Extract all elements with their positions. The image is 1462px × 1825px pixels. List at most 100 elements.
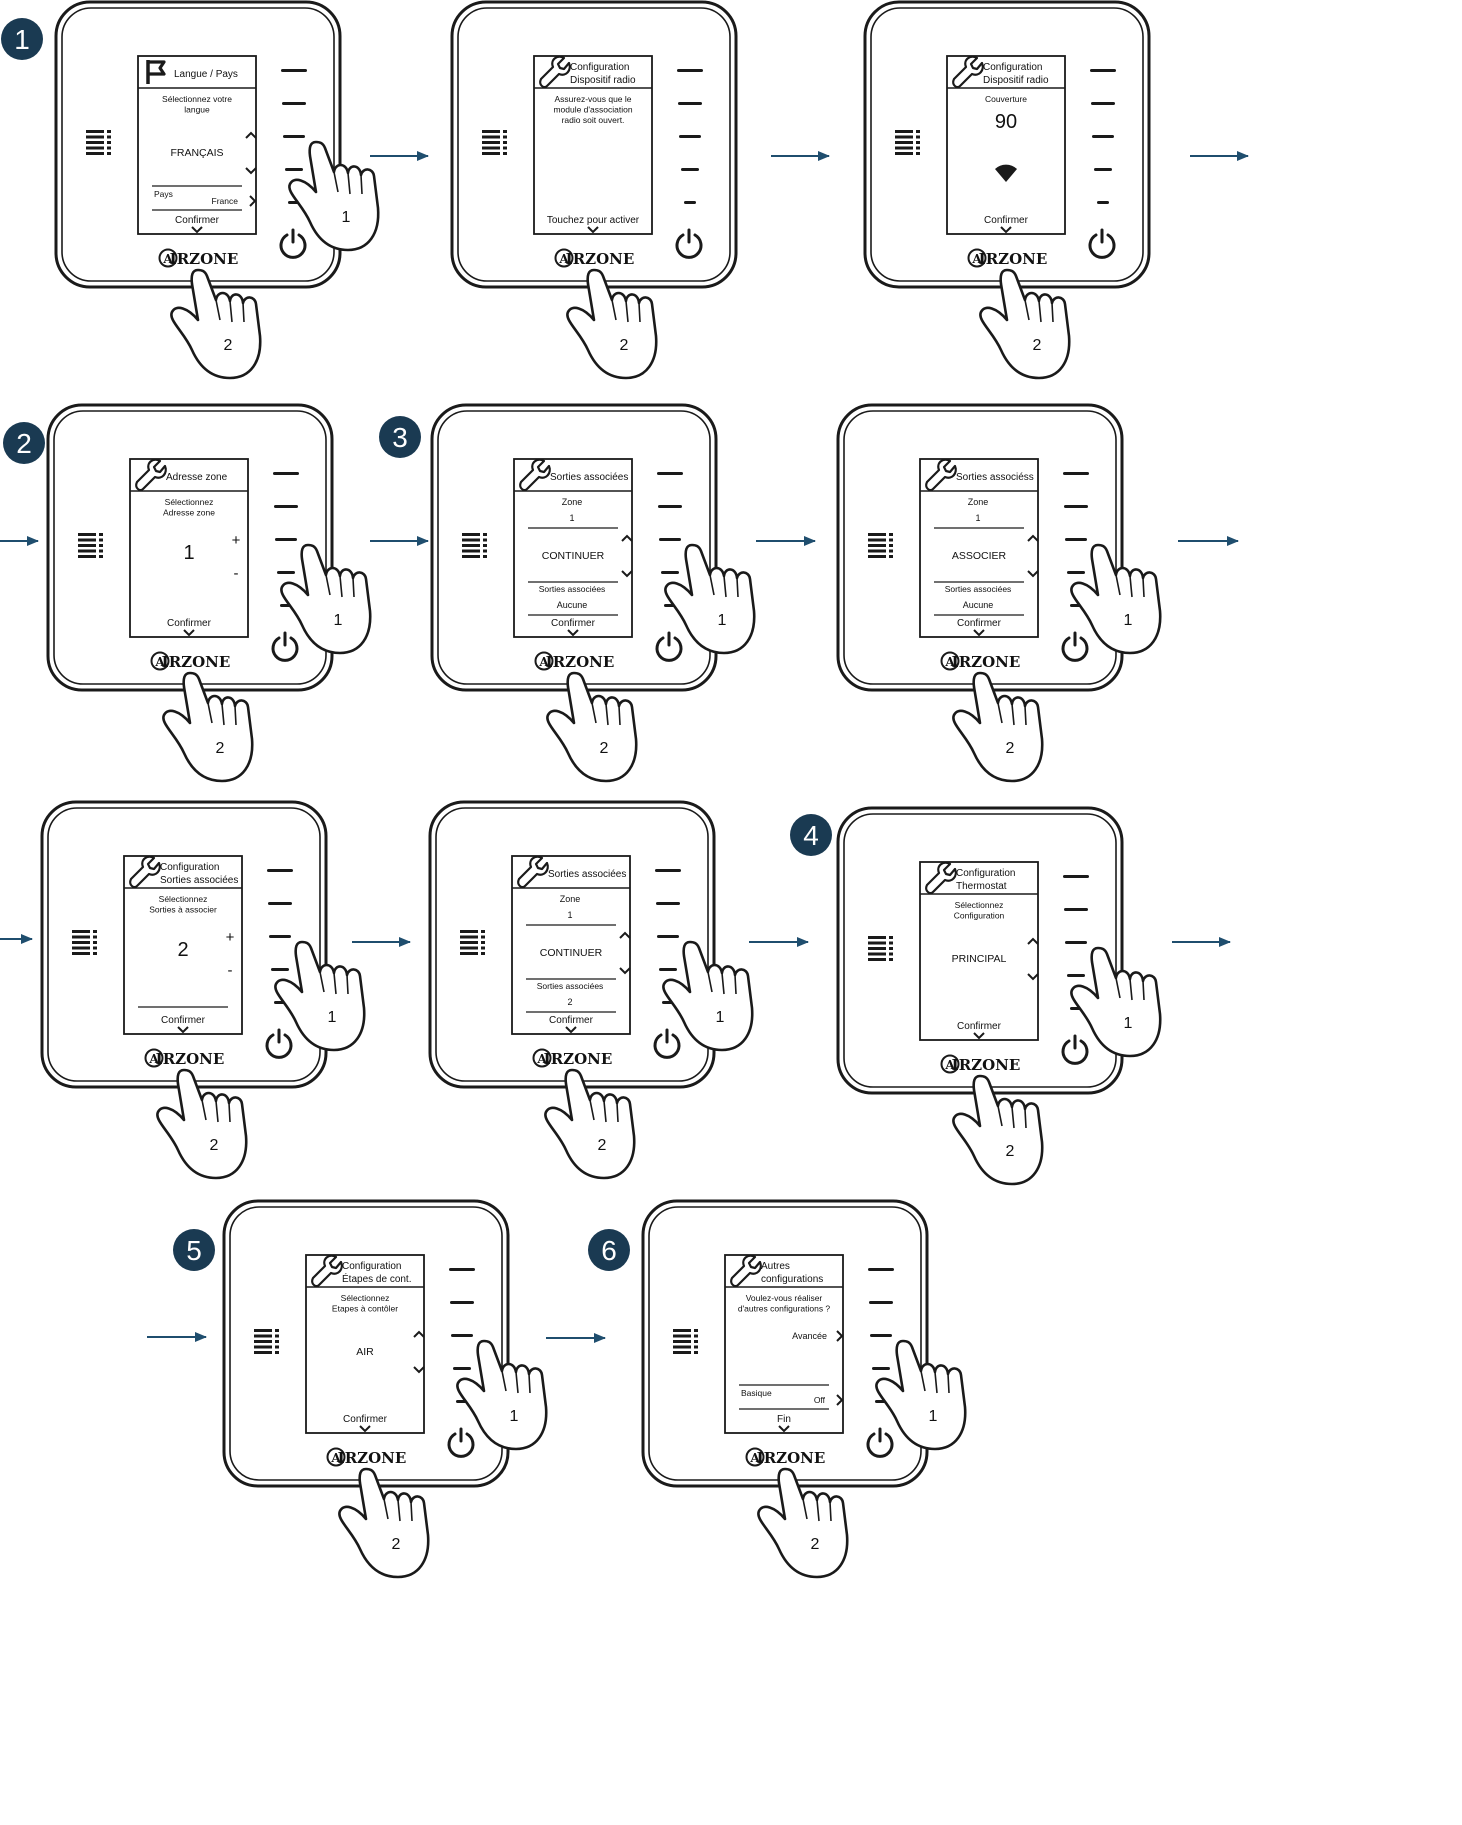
power-icon bbox=[653, 1028, 681, 1059]
chevron-down-icon bbox=[567, 629, 579, 637]
menu-icon bbox=[460, 930, 485, 955]
screen-border bbox=[513, 458, 633, 638]
brand-letter: A bbox=[154, 655, 165, 669]
chevron-down-icon bbox=[1000, 226, 1012, 234]
brand-letter: A bbox=[558, 252, 569, 266]
hand-number: 2 bbox=[598, 1137, 607, 1154]
brand-letter: A bbox=[162, 252, 173, 266]
zone-label: Zone bbox=[968, 497, 989, 507]
chevron-down-icon bbox=[183, 629, 195, 637]
finger-lines bbox=[201, 1099, 231, 1123]
brand-letter: A bbox=[944, 1058, 955, 1072]
chevron-down-icon bbox=[1027, 570, 1039, 578]
finger-lines bbox=[611, 299, 641, 323]
side-button bbox=[1092, 135, 1114, 138]
hand-press-logo: 2 bbox=[546, 671, 638, 783]
screen-border bbox=[123, 855, 243, 1035]
zone-value: 1 bbox=[569, 513, 574, 523]
finger-lines bbox=[501, 1370, 531, 1394]
screen-border bbox=[919, 861, 1039, 1041]
wrench-icon bbox=[730, 1254, 762, 1288]
chevron-down-icon bbox=[1027, 973, 1039, 981]
brand-letter: A bbox=[330, 1451, 341, 1465]
power-icon bbox=[1088, 228, 1116, 259]
screen-header: Langue / Pays bbox=[174, 69, 238, 80]
screen-border bbox=[724, 1254, 844, 1434]
side-button bbox=[1063, 875, 1089, 878]
menu-icon bbox=[78, 533, 103, 558]
side-button bbox=[273, 472, 299, 475]
confirm-label: Confirmer bbox=[161, 1015, 206, 1026]
screen-border bbox=[305, 1254, 425, 1434]
side-button bbox=[657, 935, 679, 938]
step-badge: 3 bbox=[379, 416, 421, 458]
menu-icon bbox=[462, 533, 487, 558]
step-badge: 2 bbox=[3, 422, 45, 464]
brand-text: IRZONE bbox=[566, 250, 635, 268]
wrench-icon bbox=[925, 861, 957, 895]
side-button bbox=[450, 1301, 474, 1304]
side-button bbox=[869, 1301, 893, 1304]
zone-label: Zone bbox=[560, 894, 581, 904]
screen-subtitle: Sélectionnez votre bbox=[162, 94, 232, 104]
side-button bbox=[283, 135, 305, 138]
side-button bbox=[271, 968, 289, 971]
power-icon bbox=[1061, 631, 1089, 662]
chevron-down-icon bbox=[177, 1026, 189, 1034]
hand-press-logo: 2 bbox=[170, 268, 262, 380]
confirm-label: Confirmer bbox=[175, 215, 220, 226]
brand-text: IRZONE bbox=[757, 1449, 826, 1467]
side-button bbox=[453, 1367, 471, 1370]
chevron-down-icon bbox=[191, 226, 203, 234]
side-button bbox=[1067, 571, 1085, 574]
screen-header: Thermostat bbox=[956, 881, 1007, 892]
hand-icon bbox=[1070, 946, 1162, 1058]
side-button bbox=[269, 935, 291, 938]
hand-number: 2 bbox=[600, 740, 609, 757]
brand-letter: A bbox=[749, 1451, 760, 1465]
side-button bbox=[1067, 974, 1085, 977]
chevron-up-icon bbox=[245, 131, 257, 139]
step-number: 1 bbox=[14, 24, 30, 55]
wrench-icon bbox=[539, 55, 571, 89]
screen-border bbox=[137, 55, 257, 235]
side-button bbox=[1090, 69, 1116, 72]
brand-letter: A bbox=[944, 655, 955, 669]
brand-text: IRZONE bbox=[162, 653, 231, 671]
hand-icon bbox=[280, 543, 372, 655]
side-button bbox=[268, 902, 292, 905]
hand-icon bbox=[952, 1074, 1044, 1186]
confirm-label: Confirmer bbox=[984, 215, 1029, 226]
power-icon bbox=[265, 1028, 293, 1059]
step-badge: 1 bbox=[1, 18, 43, 60]
main-value: 90 bbox=[995, 111, 1017, 133]
screen-subtitle: radio soit ouvert. bbox=[562, 115, 625, 125]
hand-press-logo: 2 bbox=[952, 1074, 1044, 1186]
side-button bbox=[656, 902, 680, 905]
chevron-down-icon bbox=[565, 1026, 577, 1034]
finger-lines bbox=[802, 1498, 832, 1522]
brand-letter: A bbox=[538, 655, 549, 669]
hand-press-button: 1 bbox=[288, 140, 380, 252]
hand-number: 1 bbox=[510, 1408, 519, 1425]
side-button bbox=[451, 1334, 473, 1337]
side-button bbox=[657, 472, 683, 475]
screen-border bbox=[511, 855, 631, 1035]
chevron-down-icon bbox=[973, 1032, 985, 1040]
outputs-label: Sorties associées bbox=[539, 584, 606, 594]
hand-press-button: 1 bbox=[274, 940, 366, 1052]
hand-icon bbox=[664, 543, 756, 655]
hand-number: 2 bbox=[224, 337, 233, 354]
screen-subtitle: Sélectionnez bbox=[341, 1293, 390, 1303]
screen-subtitle: Sélectionnez bbox=[159, 894, 208, 904]
screen-subtitle: Sélectionnez bbox=[165, 497, 214, 507]
brand-text: IRZONE bbox=[544, 1050, 613, 1068]
power-icon bbox=[447, 1427, 475, 1458]
